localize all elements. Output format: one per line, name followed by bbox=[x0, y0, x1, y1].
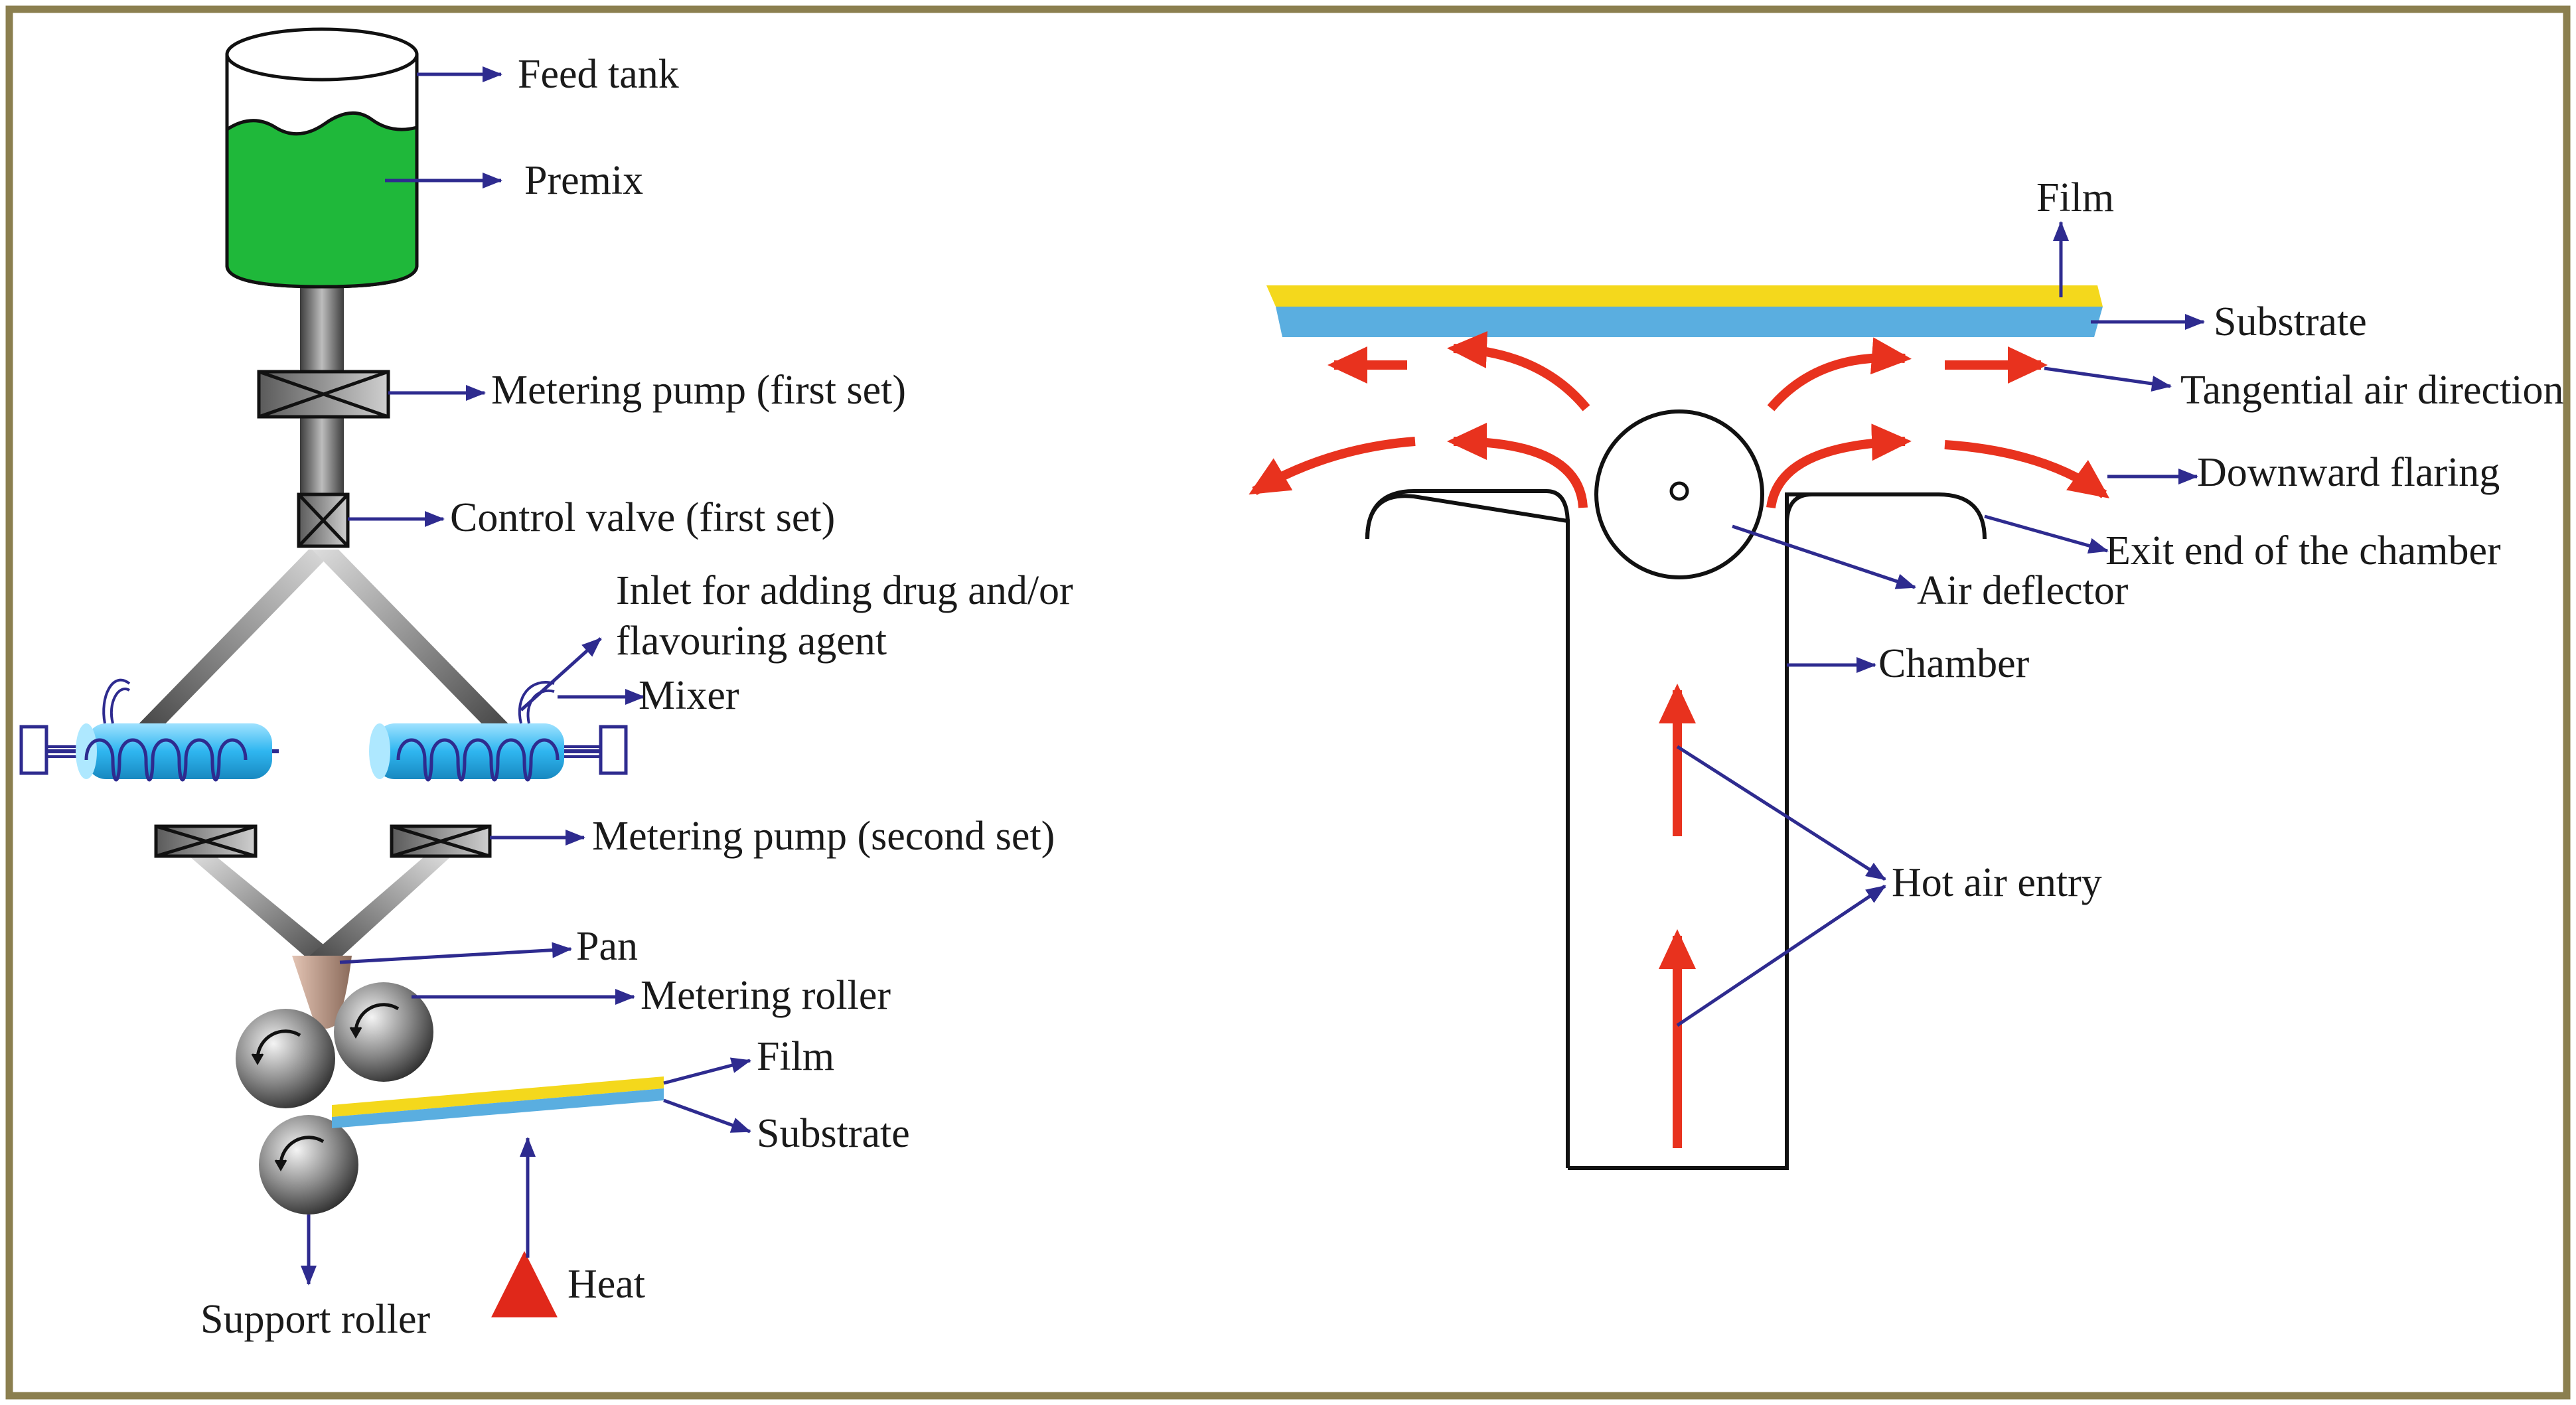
support-roller bbox=[259, 1115, 358, 1215]
right-pointer-lines bbox=[1676, 221, 2205, 1027]
label-inlet-line-1: Inlet for adding drug and/or bbox=[616, 568, 1073, 613]
label-support-roller: Support roller bbox=[200, 1297, 430, 1342]
air-deflector bbox=[1594, 409, 1764, 579]
label-film-left: Film bbox=[757, 1034, 834, 1079]
label-chamber: Chamber bbox=[1878, 641, 2030, 686]
label-tangential-air: Tangential air direction bbox=[2180, 368, 2564, 413]
substrate-layer-left bbox=[332, 1088, 664, 1128]
figure-border bbox=[5, 5, 2571, 1400]
mixer-left bbox=[19, 678, 279, 782]
label-mixer: Mixer bbox=[639, 673, 739, 718]
label-control-valve-first: Control valve (first set) bbox=[450, 495, 835, 540]
label-exit-end: Exit end of the chamber bbox=[2105, 528, 2501, 573]
metering-roller-left bbox=[236, 1009, 335, 1108]
label-substrate-left: Substrate bbox=[757, 1111, 910, 1156]
label-air-deflector: Air deflector bbox=[1917, 568, 2129, 613]
pan bbox=[292, 956, 352, 1029]
metering-roller-right bbox=[334, 982, 433, 1082]
film-layer-right bbox=[1266, 285, 2103, 307]
label-metering-pump-second: Metering pump (second set) bbox=[592, 814, 1055, 859]
feed-tank bbox=[225, 27, 419, 289]
label-metering-pump-first: Metering pump (first set) bbox=[491, 368, 906, 413]
label-metering-roller: Metering roller bbox=[641, 973, 891, 1018]
substrate-layer-right bbox=[1276, 307, 2103, 337]
metering-pump-first-set bbox=[257, 370, 390, 419]
mixer-right bbox=[369, 681, 628, 782]
label-premix: Premix bbox=[524, 158, 643, 203]
pipe-upper-right bbox=[312, 550, 518, 733]
label-film-right: Film bbox=[2036, 175, 2114, 220]
label-heat: Heat bbox=[568, 1262, 645, 1307]
pipe-upper-left bbox=[129, 550, 335, 733]
label-hot-air-entry: Hot air entry bbox=[1892, 860, 2102, 905]
label-substrate-right: Substrate bbox=[2214, 299, 2367, 344]
pipe-lower-left bbox=[189, 856, 345, 962]
premix-liquid bbox=[225, 111, 419, 289]
left-panel: Feed tank Premix Metering pump (first se… bbox=[19, 27, 1073, 1342]
right-panel: Film Substrate Tangential air direction … bbox=[1249, 175, 2564, 1170]
label-inlet-line-2: flavouring agent bbox=[616, 619, 887, 664]
label-feed-tank: Feed tank bbox=[518, 52, 679, 97]
tangential-air-arrows bbox=[1249, 331, 2110, 509]
control-valve-first-set bbox=[297, 492, 350, 548]
left-pointer-lines bbox=[301, 66, 751, 1286]
heat-triangle bbox=[491, 1251, 558, 1317]
label-downward-flaring: Downward flaring bbox=[2197, 450, 2500, 495]
metering-pump-second-set-right bbox=[390, 824, 492, 858]
metering-pump-second-set-left bbox=[154, 824, 258, 858]
label-pan: Pan bbox=[576, 924, 638, 969]
pipe-lower-right bbox=[302, 856, 451, 962]
film-layer-left bbox=[332, 1076, 664, 1117]
